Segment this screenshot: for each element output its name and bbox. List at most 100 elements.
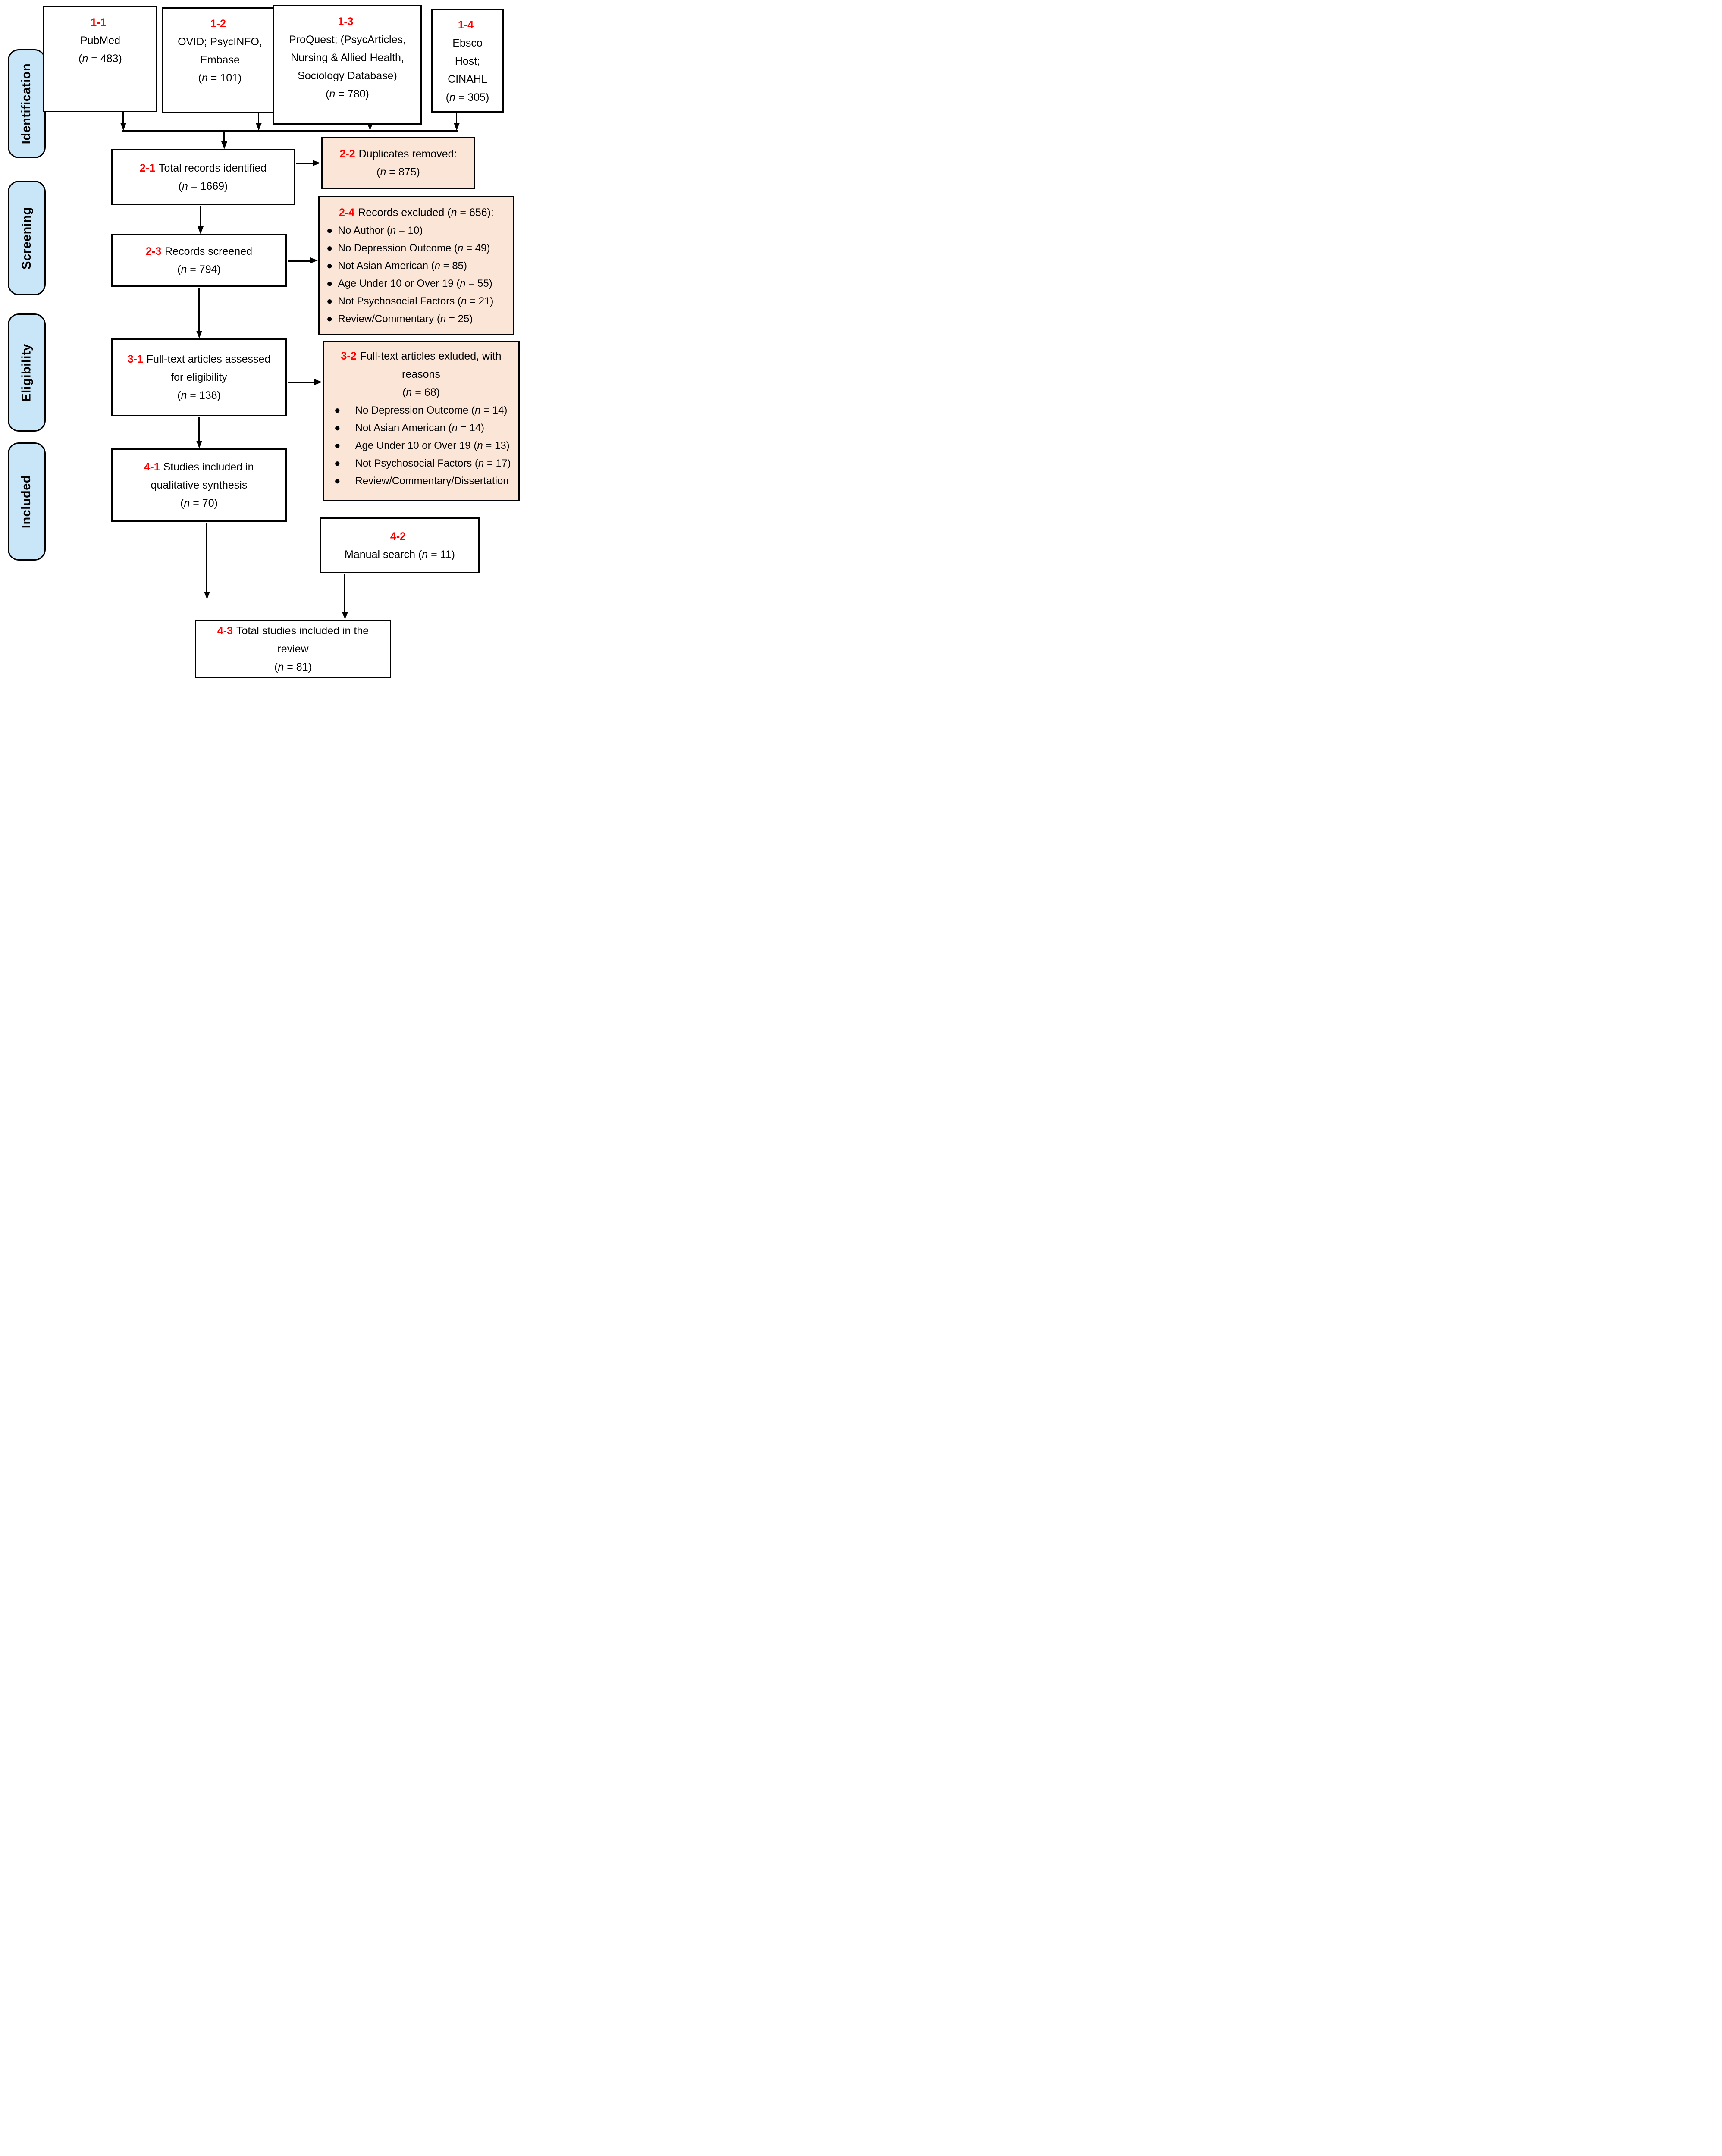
arrow-ovid-to-collector: [258, 113, 259, 123]
box-text: PubMed: [80, 34, 121, 47]
bullet-icon: ●: [326, 260, 333, 272]
box-code: 1-3: [338, 16, 354, 28]
arrow-screened-to-excluded: [288, 260, 311, 262]
box-code: 1-1: [91, 16, 107, 28]
box-text: Total studies included in the: [236, 625, 369, 637]
bullet-icon: ●: [334, 458, 341, 469]
bullet-icon: ●: [334, 475, 341, 487]
bullet-item: ●Not Asian American (n = 14): [334, 419, 518, 437]
box-code: 1-2: [210, 18, 226, 30]
box-text: for eligibility: [171, 371, 227, 383]
bullet-item: ●Not Psychosocial Factors (n = 17): [334, 454, 518, 472]
bullet-icon: ●: [326, 278, 333, 289]
box-2-1-total-records-identified: 2-1 Total records identified (n = 1669): [111, 149, 295, 205]
arrow-total-to-screened: [200, 206, 201, 227]
prisma-flow-diagram: Identification Screening Eligibility Inc…: [0, 0, 531, 681]
box-count: (n = 483): [78, 53, 122, 65]
box-code: 2-3: [145, 245, 162, 257]
box-code: 4-1: [144, 461, 160, 473]
box-code: 3-1: [127, 353, 143, 365]
box-text: Total records identified: [159, 162, 267, 174]
bullet-icon: ●: [334, 404, 341, 416]
box-text: Sociology Database): [298, 70, 397, 82]
arrow-total-to-duplicates: [296, 163, 314, 164]
arrow-manual-search-to-total-included: [344, 574, 345, 612]
box-text: reasons: [402, 368, 440, 380]
box-text: Nursing & Allied Health,: [291, 52, 404, 64]
box-text: review: [277, 643, 309, 655]
box-text: Host;: [455, 55, 480, 67]
box-code: 4-3: [217, 625, 233, 637]
bullet-item: ●Not Asian American (n = 85): [326, 257, 513, 275]
bullet-icon: ●: [326, 295, 333, 307]
box-text: OVID; PsycINFO,: [178, 36, 262, 48]
box-code: 2-1: [139, 162, 155, 174]
box-count: (n = 138): [177, 389, 221, 401]
box-count: (n = 305): [445, 91, 489, 103]
box-code: 1-4: [458, 19, 474, 31]
box-text: CINAHL: [448, 73, 487, 85]
box-count: (n = 81): [274, 661, 312, 673]
box-text: Manual search (n = 11): [345, 548, 455, 561]
arrow-ebsco-to-collector: [456, 113, 457, 123]
box-text: ProQuest; (PsycArticles,: [289, 34, 406, 46]
arrowhead-icon: [342, 612, 348, 620]
bullet-item: ●Review/Commentary (n = 25): [326, 310, 513, 328]
collector-line: [122, 130, 458, 132]
box-1-4-ebsco-cinahl: 1-4 Ebsco Host; CINAHL (n = 305): [431, 9, 504, 113]
bullet-item: ●Age Under 10 or Over 19 (n = 55): [326, 275, 513, 292]
bullet-icon: ●: [326, 225, 333, 236]
stage-label: Included: [19, 475, 34, 528]
box-text: Duplicates removed:: [358, 148, 457, 160]
bullet-item: ●No Depression Outcome (n = 49): [326, 239, 513, 257]
bullet-item: ●No Author (n = 10): [326, 222, 513, 239]
arrow-synthesis-to-total-included: [206, 523, 207, 592]
box-text: Studies included in: [163, 461, 254, 473]
arrowhead-icon: [221, 141, 227, 149]
arrowhead-icon: [314, 379, 322, 385]
stage-label: Screening: [19, 207, 34, 270]
arrowhead-icon: [196, 331, 202, 338]
bullet-icon: ●: [334, 422, 341, 434]
stage-included: Included: [8, 442, 46, 561]
bullet-item: ●Age Under 10 or Over 19 (n = 13): [334, 437, 518, 454]
box-count: (n = 780): [326, 88, 369, 100]
box-text: Records screened: [165, 245, 253, 257]
box-code: 4-2: [390, 530, 406, 542]
stage-identification: Identification: [8, 49, 46, 158]
box-4-2-manual-search: 4-2 Manual search (n = 11): [320, 517, 480, 573]
box-text: Full-text articles assessed: [146, 353, 271, 365]
bullet-icon: ●: [334, 440, 341, 451]
arrow-fulltext-to-excluded: [288, 382, 315, 383]
box-1-2-ovid-psycinfo-embase: 1-2 OVID; PsycINFO, Embase (n = 101): [162, 7, 278, 113]
arrowhead-icon: [256, 123, 262, 131]
box-count: (n = 794): [177, 263, 221, 276]
box-text: qualitative synthesis: [151, 479, 248, 491]
arrowhead-icon: [196, 441, 202, 448]
box-count: (n = 70): [180, 497, 218, 509]
arrow-screened-to-fulltext: [198, 288, 200, 331]
box-code: 2-4: [339, 207, 355, 219]
box-text: Embase: [200, 54, 240, 66]
stage-label: Identification: [19, 63, 34, 144]
arrowhead-icon: [310, 257, 318, 263]
box-count: (n = 875): [376, 166, 420, 178]
arrowhead-icon: [120, 123, 126, 131]
box-count: (n = 101): [198, 72, 242, 84]
bullet-item: ●Review/Commentary/Dissertation: [334, 472, 518, 490]
box-code: 2-2: [339, 148, 355, 160]
box-count: (n = 1669): [178, 180, 228, 192]
box-1-1-pubmed: 1-1 PubMed (n = 483): [43, 6, 157, 112]
arrow-collector-to-total-records: [223, 132, 225, 142]
stage-label: Eligibility: [19, 343, 34, 402]
box-count: (n = 68): [402, 386, 440, 398]
arrow-proquest-to-collector: [367, 123, 373, 131]
bullet-item: ●Not Psychosocial Factors (n = 21): [326, 292, 513, 310]
